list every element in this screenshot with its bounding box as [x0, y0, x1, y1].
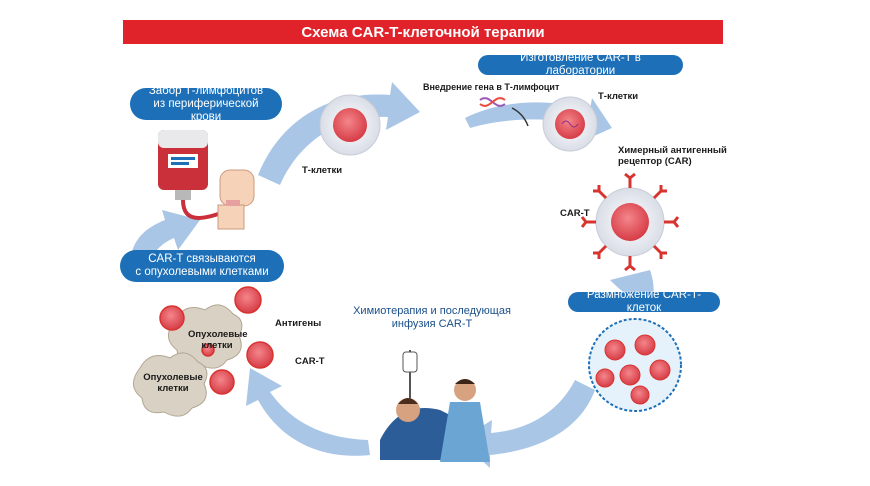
label-tumor-cells-2: Опухолевые клетки [143, 372, 203, 394]
cell-expansion-dish-icon [588, 318, 682, 412]
step-expansion-label: Размножение CAR-T-клеток [568, 289, 720, 314]
label-car-t-1: CAR-T [560, 208, 590, 219]
step-binding-label: CAR-T связываются с опухолевыми клетками [120, 250, 284, 282]
label-car-receptor: Химерный антигенный рецептор (CAR) [618, 145, 727, 167]
tumor-cell-icon [133, 304, 243, 417]
label-t-cells-1: Т-клетки [302, 165, 343, 176]
car-t-attack-cells [159, 286, 274, 395]
label-car-t-2: CAR-T [295, 356, 325, 367]
car-t-cell-icon [580, 172, 680, 272]
step-chemo-infusion-label: Химиотерапия и последующая инфузия CAR-T [353, 305, 511, 330]
dna-icon [479, 97, 529, 127]
patient-infusion-icon [380, 350, 490, 462]
t-cell-icon [319, 94, 381, 156]
step-collection-label: Забор Т-лимфоцитов из периферической кро… [130, 85, 282, 123]
label-antigens: Антигены [275, 318, 322, 329]
label-tumor-cells-1: Опухолевые клетки [188, 329, 248, 351]
cycle-arrow-4 [460, 380, 595, 468]
blood-bag-icon [158, 130, 236, 220]
hand-icon [217, 169, 255, 230]
diagram-title: Схема CAR-T-клеточной терапии [123, 20, 723, 44]
label-gene-insertion: Внедрение гена в Т-лимфоцит [423, 82, 560, 92]
cycle-arrow-1 [258, 82, 420, 185]
lab-t-cell-icon [542, 96, 598, 152]
label-t-cells-2: Т-клетки [598, 91, 639, 102]
cycle-arrow-5 [246, 368, 370, 456]
step-manufacturing-label: Изготовление CAR-T в лаборатории [478, 52, 683, 77]
